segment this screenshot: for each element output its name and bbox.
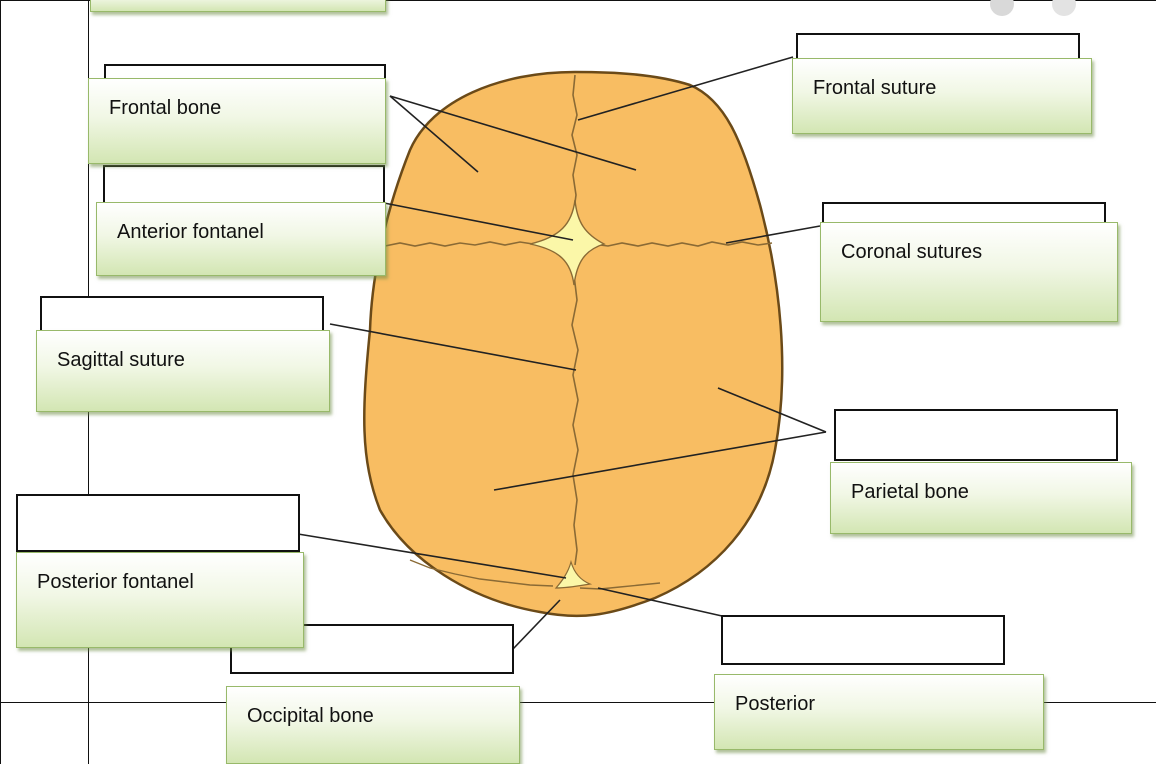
answer-box-posterior-fontanel (16, 494, 300, 552)
label-posterior-fontanel: Posterior fontanel (16, 552, 304, 648)
faint-circle-icon (990, 0, 1014, 16)
tag-top-cut (90, 0, 386, 12)
label-occipital-bone: Occipital bone (226, 686, 520, 764)
label-sagittal-suture: Sagittal suture (36, 330, 330, 412)
answer-box-parietal-bone (834, 409, 1118, 461)
label-parietal-bone: Parietal bone (830, 462, 1132, 534)
label-anterior-fontanel: Anterior fontanel (96, 202, 386, 276)
label-frontal-bone: Frontal bone (88, 78, 386, 164)
label-coronal-sutures: Coronal sutures (820, 222, 1118, 322)
answer-box-posterior (721, 615, 1005, 665)
label-posterior: Posterior (714, 674, 1044, 750)
label-frontal-suture: Frontal suture (792, 58, 1092, 134)
faint-circle-icon-2 (1052, 0, 1076, 16)
skull-outline (364, 72, 782, 616)
